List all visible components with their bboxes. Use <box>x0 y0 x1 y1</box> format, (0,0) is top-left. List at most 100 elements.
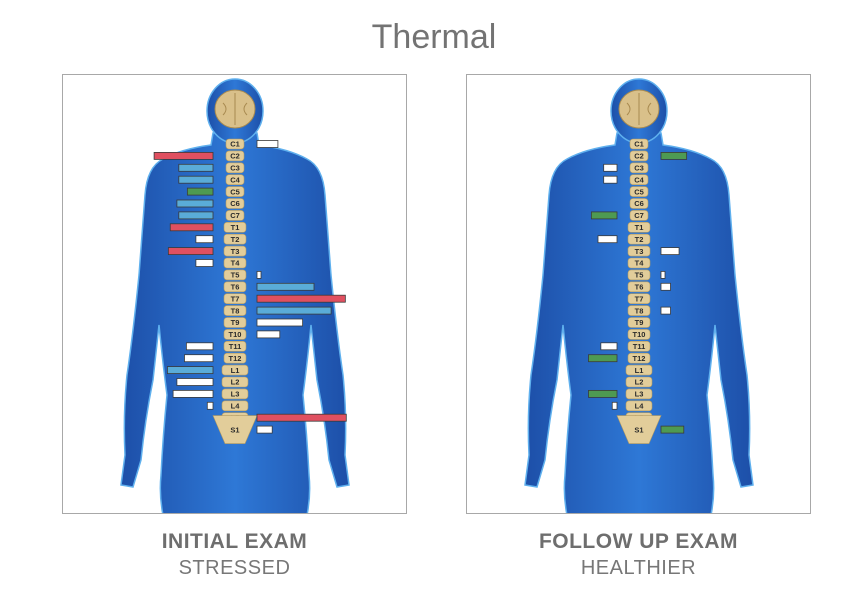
vertebra-T7 <box>627 293 651 304</box>
vertebra-label-S1-overlay: S1 <box>634 425 643 434</box>
thermal-bar-S1-right <box>256 425 273 434</box>
vertebra-label-C1: C1 <box>634 140 644 149</box>
thermal-bar-T11-left <box>186 342 214 351</box>
vertebra-C5 <box>225 186 245 197</box>
vertebra-label-T9: T9 <box>231 318 240 327</box>
thermal-bar-C3-left <box>603 163 618 172</box>
vertebra-T1 <box>223 222 247 233</box>
vertebra-L1 <box>221 364 249 376</box>
follow-up-exam-caption: FOLLOW UP EXAM HEALTHIER <box>466 530 811 580</box>
thermal-bar-T5-right <box>660 270 666 279</box>
thermal-bar-C4-left <box>178 175 214 184</box>
thermal-bar-T6-right <box>256 282 315 291</box>
thermal-bar-C1-right <box>256 140 279 148</box>
thermal-bar-C7-left <box>590 211 618 220</box>
vertebra-label-T6: T6 <box>231 283 240 292</box>
vertebra-label-C6: C6 <box>230 199 240 208</box>
vertebra-L3 <box>221 388 249 400</box>
vertebra-label-S1-overlay: S1 <box>230 425 239 434</box>
vertebra-T10 <box>627 329 651 340</box>
thermal-bar-L4-left <box>611 401 618 410</box>
vertebra-T6 <box>627 281 651 293</box>
vertebra-C6 <box>225 198 245 209</box>
vertebra-label-C2: C2 <box>230 152 240 161</box>
thermal-bar-L2-left <box>176 378 214 386</box>
vertebra-T8 <box>223 305 247 316</box>
vertebra-label-T4: T4 <box>635 259 645 268</box>
thermal-bar-T11-left <box>600 342 618 351</box>
vertebra-L2 <box>625 376 653 388</box>
vertebra-C4 <box>225 174 245 185</box>
vertebra-label-C1: C1 <box>230 140 240 149</box>
vertebra-T3 <box>223 245 247 257</box>
thermal-bar-T2-left <box>597 235 618 244</box>
thermal-bar-T9-right <box>256 318 303 327</box>
vertebra-label-L4: L4 <box>635 402 645 411</box>
vertebra-label-T10: T10 <box>633 330 646 339</box>
vertebra-L1 <box>625 364 653 376</box>
vertebra-label-T8: T8 <box>231 306 240 315</box>
vertebra-T7 <box>223 293 247 304</box>
thermal-bar-C2-right <box>660 152 688 160</box>
thermal-bars <box>588 152 688 434</box>
thermal-bar-T4-left <box>195 259 214 267</box>
vertebra-C6 <box>629 198 649 209</box>
initial-exam-status: STRESSED <box>178 557 291 579</box>
vertebra-label-C4: C4 <box>634 175 644 184</box>
vertebra-label-T7: T7 <box>635 294 644 303</box>
vertebra-label-L1: L1 <box>635 366 644 375</box>
thermal-bar-T8-right <box>660 306 671 315</box>
vertebra-label-C3: C3 <box>230 164 240 173</box>
vertebra-label-T10: T10 <box>229 330 242 339</box>
vertebra-T5 <box>223 269 247 281</box>
thermal-bar-S1-right <box>660 425 685 434</box>
vertebra-T3 <box>627 245 651 257</box>
vertebra-C7 <box>629 210 649 221</box>
vertebra-T11 <box>627 340 651 352</box>
thermal-bars <box>153 140 347 434</box>
vertebra-L2 <box>221 376 249 388</box>
vertebra-label-T4: T4 <box>231 259 241 268</box>
thermal-bar-C3-left <box>178 163 214 172</box>
vertebra-label-C4: C4 <box>230 175 240 184</box>
vertebra-T12 <box>627 352 651 364</box>
vertebra-label-C5: C5 <box>634 187 644 196</box>
thermal-bar-L5-right <box>256 413 347 422</box>
vertebra-label-L2: L2 <box>635 378 644 387</box>
vertebra-label-L4: L4 <box>231 402 241 411</box>
vertebra-T1 <box>627 222 651 233</box>
vertebra-label-C7: C7 <box>230 211 240 220</box>
vertebra-label-L3: L3 <box>635 390 644 399</box>
vertebra-label-T11: T11 <box>229 342 242 351</box>
thermal-bar-T6-right <box>660 282 671 291</box>
vertebra-label-T3: T3 <box>231 247 240 256</box>
vertebra-label-T5: T5 <box>231 271 240 280</box>
vertebra-label-C2: C2 <box>634 152 644 161</box>
vertebra-label-T8: T8 <box>635 306 644 315</box>
vertebra-label-L1: L1 <box>231 366 240 375</box>
vertebra-T6 <box>223 281 247 293</box>
vertebra-T12 <box>223 352 247 364</box>
vertebra-T10 <box>223 329 247 340</box>
vertebra-C2 <box>629 150 649 162</box>
thermal-bar-T1-left <box>169 223 214 232</box>
thermal-bar-C7-left <box>178 211 214 220</box>
initial-exam-label: INITIAL EXAM <box>161 530 308 553</box>
thermal-bar-T3-left <box>167 247 214 256</box>
vertebra-C5 <box>629 186 649 197</box>
vertebra-label-C3: C3 <box>634 164 644 173</box>
vertebra-C7 <box>225 210 245 221</box>
vertebra-label-L2: L2 <box>231 378 240 387</box>
vertebra-T9 <box>223 317 247 328</box>
vertebra-label-T3: T3 <box>635 247 644 256</box>
vertebra-label-L3: L3 <box>231 390 240 399</box>
vertebra-label-T9: T9 <box>635 318 644 327</box>
vertebra-label-T12: T12 <box>633 354 646 363</box>
sacrum <box>212 415 258 444</box>
thermal-bar-T7-right <box>256 294 346 303</box>
page-title: Thermal <box>371 18 497 56</box>
thermal-bar-T5-right <box>256 270 262 279</box>
thermal-bar-T10-right <box>256 330 281 339</box>
thermal-bar-T12-left <box>184 354 214 363</box>
vertebra-label-T1: T1 <box>635 223 644 232</box>
